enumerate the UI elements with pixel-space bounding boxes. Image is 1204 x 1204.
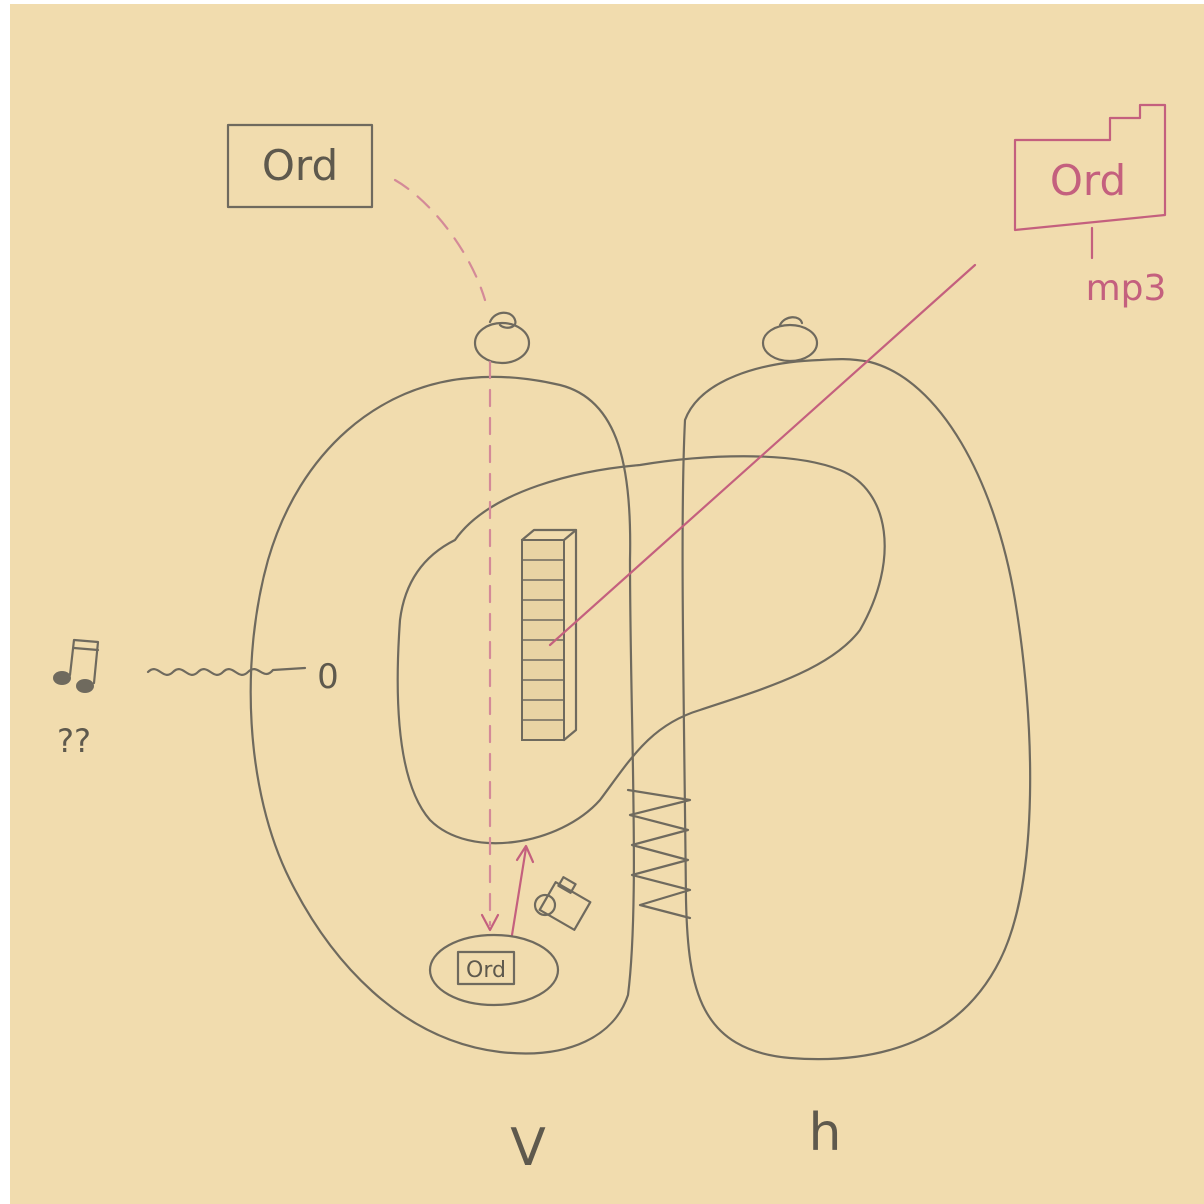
solid-arrowhead	[515, 844, 535, 864]
dashed-path-to-ear	[393, 178, 487, 302]
paper-edge	[0, 0, 10, 1204]
music-notes-icon	[53, 638, 100, 693]
inner-word-box	[456, 950, 516, 986]
link-file-to-cabinet	[548, 263, 977, 647]
right-hemisphere-label: h	[809, 1103, 842, 1163]
top-left-word-label: Ord	[262, 141, 338, 190]
question-label: ??	[57, 722, 91, 760]
dashed-arrowhead	[480, 913, 500, 932]
left-hemisphere-outline	[249, 375, 636, 1055]
top-right-file-box	[1013, 103, 1167, 232]
top-left-word-box	[226, 123, 374, 209]
left-hemisphere-label: V	[510, 1118, 546, 1178]
camera-icon	[533, 876, 592, 931]
memory-region-outline	[396, 455, 886, 845]
solid-arrow-up	[510, 846, 528, 937]
inner-word-label: Ord	[466, 958, 506, 983]
sound-wave	[146, 666, 307, 676]
ear-icon	[473, 311, 531, 365]
paper	[10, 4, 1204, 1204]
inner-word-ellipse	[428, 933, 560, 1007]
right-hemisphere-outline	[681, 358, 1032, 1061]
ear-icon	[761, 316, 819, 363]
left-mark-label: 0	[317, 657, 339, 697]
corpus-callosum-zigzag	[626, 788, 692, 920]
file-extension-label: mp3	[1086, 268, 1167, 309]
top-right-word-label: Ord	[1050, 156, 1126, 205]
